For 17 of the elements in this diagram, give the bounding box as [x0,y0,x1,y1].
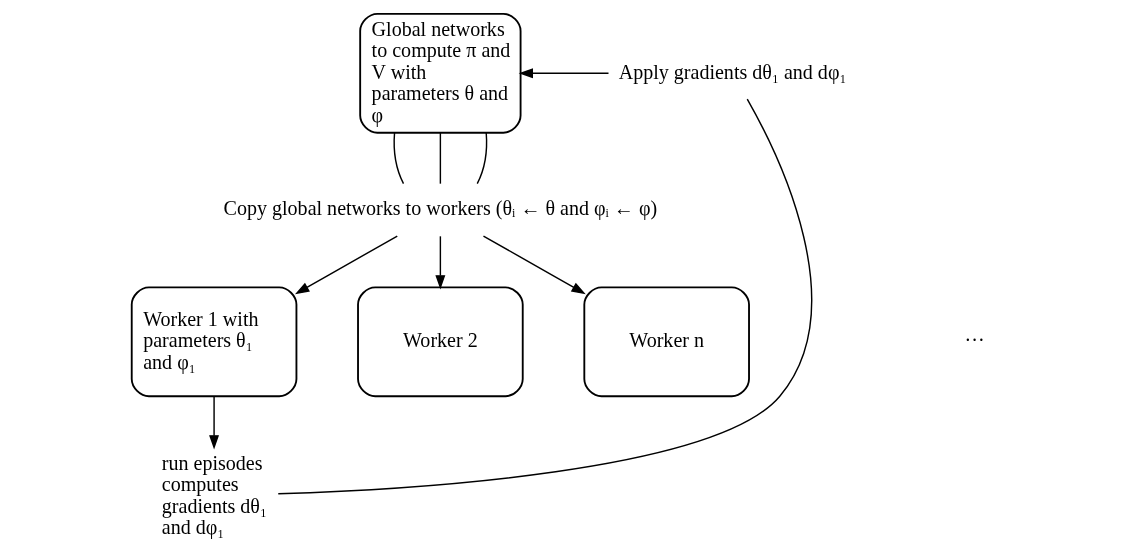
connector [439,132,442,185]
node-box: Global networks to compute π and V with parameters θ and φ [359,12,522,134]
node-box: Worker 2 [357,286,524,398]
node-text: Apply gradients dθ₁ and dφ₁ [618,60,847,83]
node-box: Worker 1 with parameters θ₁ and φ₁ [130,286,298,398]
node-text: run episodes computes gradients dθ₁ and dφ₁ [161,451,267,539]
label: ··· [964,329,985,352]
arrow [295,235,398,295]
arrow [435,235,446,290]
arrow [518,68,610,79]
node-box: Worker n [583,286,750,398]
connector [393,132,405,185]
connector [277,98,813,495]
node-text: Copy global networks to workers (θᵢ ← θ and φᵢ ← φ) [223,197,658,220]
arrow [209,395,220,450]
arrow [482,235,586,295]
connector [476,132,488,185]
